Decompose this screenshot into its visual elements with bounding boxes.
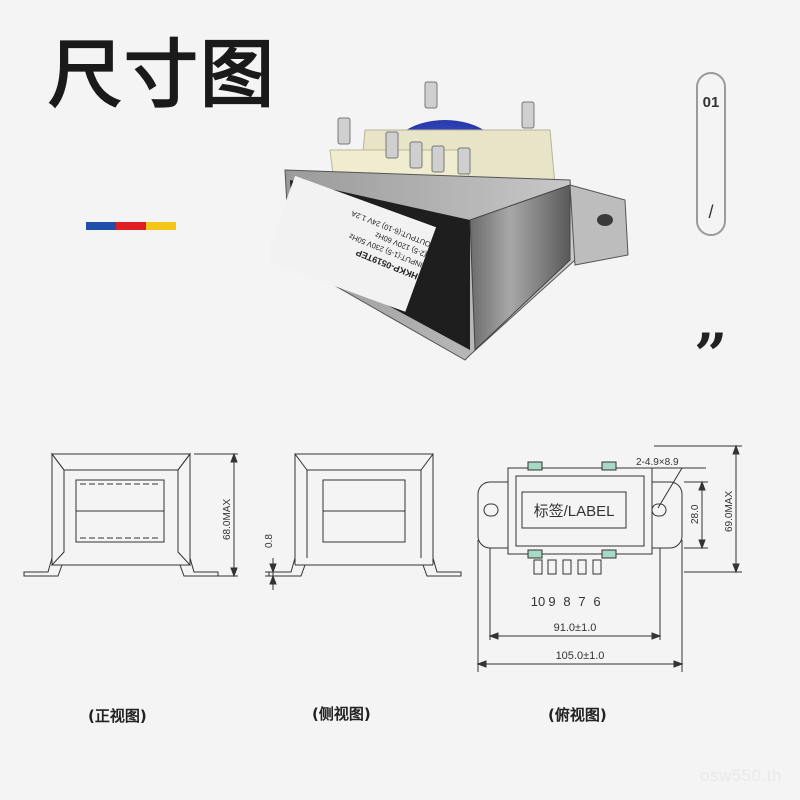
pin-label-6: 6 [593,594,600,609]
transformer-photo: HKKP-0519TEP INPUT:(1-5) 230V 50Hz (2-5)… [270,81,629,361]
product-label [270,175,437,312]
color-bar-yellow [146,222,176,230]
watermark: osw550.th [700,766,782,785]
dim-91: 91.0±1.0 [554,622,597,634]
page-divider: / [708,202,714,222]
page-indicator: 01 / [696,72,726,236]
side-thickness-dim: 0.8 [264,534,275,548]
hole-spec-dim: 2-4.9×8.9 [636,457,679,468]
label-text: 标签/LABEL [534,503,615,520]
label-box [521,491,627,529]
color-bar-blue [86,222,116,230]
front-view-drawing: 68.0MAX [23,452,238,578]
top-view-caption: (俯视图) [548,706,607,724]
side-view-caption: (侧视图) [312,705,371,723]
dim-105: 105.0±1.0 [556,650,605,662]
pin-label-9: 9 [548,594,555,609]
page-title: 尺寸图 [48,32,276,118]
pin-label-7: 7 [578,594,585,609]
side-view-drawing: 0.8 [264,453,462,590]
front-height-dim: 68.0MAX [222,499,233,540]
terminal-pins [337,81,535,175]
front-view-caption: (正视图) [88,707,147,725]
page-number: 01 [702,94,720,111]
dim-28: 28.0 [690,504,701,524]
pin-row [533,559,602,575]
dim-69: 69.0MAX [724,491,735,532]
mounting-ear [569,184,629,266]
color-bar [86,222,176,230]
quote-mark-icon: ” [694,321,728,389]
top-view-drawing: 标签/LABEL 10 9 8 7 6 2-4.9×8.9 28.0 69.0M… [476,444,742,672]
pin-label-10: 10 [531,594,545,609]
pin-label-8: 8 [563,594,570,609]
color-bar-red [116,222,146,230]
mount-hole-left [483,503,499,517]
